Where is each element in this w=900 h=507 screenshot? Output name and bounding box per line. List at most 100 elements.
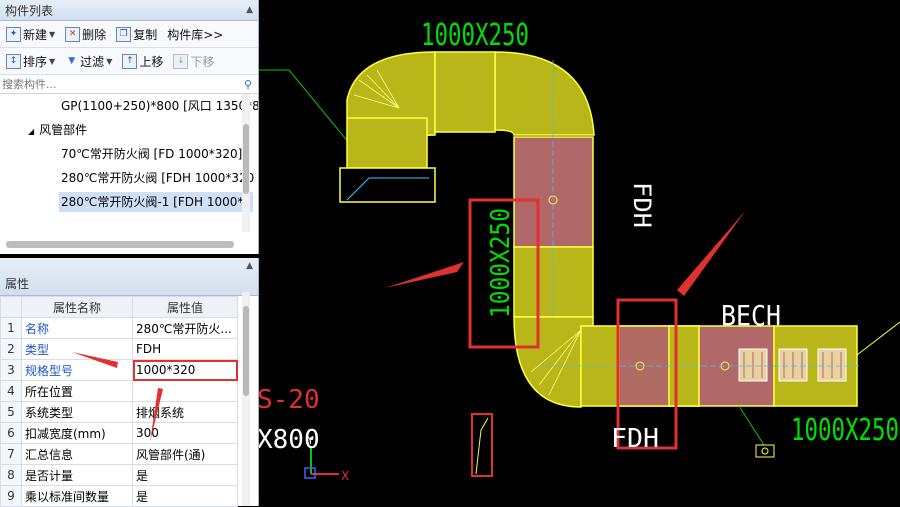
leader-line [738,405,765,446]
tree-item[interactable]: 280℃常开防火阀 [FDH 1000*320 [0,166,258,190]
row-number: 6 [0,422,22,444]
property-name: 乘以标准间数量 [21,485,133,507]
partial-label: X800 [259,425,320,455]
chevron-down-icon[interactable]: ▼ [49,56,56,66]
duct-segment-top [434,51,496,133]
tree-item[interactable]: 70℃常开防火阀 [FD 1000*320] [0,142,258,166]
scrollbar-thumb[interactable] [243,306,249,396]
property-name: 规格型号 [21,359,133,381]
property-value[interactable]: 排烟系统 [132,401,238,423]
row-number: 3 [0,359,22,381]
property-value[interactable]: 280℃常开防火... [132,317,238,339]
chevron-down-icon[interactable]: ▼ [49,29,56,39]
arrow-down-icon: ↓ [173,53,189,69]
property-value[interactable]: 是 [132,464,238,486]
small-tag-dot [761,447,769,455]
filter-button[interactable]: ▼过滤▼ [62,52,115,71]
property-value[interactable]: 300 [132,422,238,444]
component-toolbar-primary: ✦新建▼ ✕删除 ❐复制 构件库>> [0,21,258,48]
component-list-titlebar: 构件列表 ▲ [0,0,258,21]
tree-item-selected[interactable]: 280℃常开防火阀-1 [FDH 1000*3 [0,190,258,214]
property-value[interactable] [132,380,238,402]
copy-icon: ❐ [116,26,132,42]
sort-button[interactable]: ↕排序▼ [3,52,58,71]
filter-label: 过滤 [80,54,105,69]
duct-size-label-right: 1000X250 [791,413,899,448]
library-label: 构件库>> [167,27,224,42]
move-up-label: 上移 [139,54,164,69]
sort-icon: ↕ [6,53,21,69]
tree-group[interactable]: ◢ 风管部件 [0,118,258,142]
search-icon[interactable]: ⚲ [243,77,252,91]
property-name: 扣减宽度(mm) [21,422,133,444]
highlight-box-fdh [616,298,678,450]
copy-button[interactable]: ❐复制 [113,25,160,44]
property-name: 汇总信息 [21,443,133,465]
property-value[interactable]: 风管部件(通) [132,443,238,465]
scrollbar-thumb[interactable] [243,124,249,194]
delete-button[interactable]: ✕删除 [62,25,109,44]
tree-group-label: 风管部件 [39,123,88,137]
elbow-fan-lines [530,329,582,396]
property-name: 是否计量 [21,464,133,486]
property-value[interactable]: FDH [132,338,238,360]
tree-item[interactable]: GP(1100+250)*800 [风口 1350*8 [0,94,258,118]
cad-canvas[interactable]: 1000X250 1000X250 1000X250 FDH FDH BECH … [259,0,900,506]
fdh-label-vertical: FDH [628,182,656,228]
property-name: 所在位置 [21,380,133,402]
tree-vertical-scrollbar[interactable] [242,94,250,232]
move-down-label: 下移 [190,54,215,69]
bech-label: BECH [721,299,781,332]
component-search: ⚲ [0,75,258,94]
row-number: 2 [0,338,22,360]
row-number: 4 [0,380,22,402]
duct-end-detail [346,177,429,201]
component-toolbar-secondary: ↕排序▼ ▼过滤▼ ↑上移 ↓下移 [0,48,258,75]
row-number: 9 [0,485,22,507]
library-button[interactable]: 构件库>> [164,25,226,44]
annotation-arrow [385,262,464,288]
new-button[interactable]: ✦新建▼ [3,25,58,44]
properties-header-row: 属性名称 属性值 [0,296,238,318]
property-name: 类型 [21,338,133,360]
axis-indicator [304,446,339,479]
sort-label: 排序 [23,54,48,69]
collapse-icon[interactable]: ▲ [246,261,253,271]
move-up-button[interactable]: ↑上移 [119,52,166,71]
elbow-fan-lines [353,69,400,109]
row-number: 5 [0,401,22,423]
left-marker-line [475,417,489,475]
component-list-title: 构件列表 [5,3,54,18]
properties-vertical-scrollbar[interactable] [242,292,250,506]
properties-title: 属性 [5,277,30,291]
search-input[interactable] [0,76,244,92]
left-marker-box [471,413,493,477]
row-number: 8 [0,464,22,486]
duct-size-label-vertical: 1000X250 [486,208,516,318]
move-down-button[interactable]: ↓下移 [170,52,217,71]
chevron-down-icon[interactable]: ▼ [106,56,113,66]
row-number: 7 [0,443,22,465]
expand-triangle-icon[interactable]: ◢ [28,127,35,136]
duct-elbow-top-right [494,51,595,136]
tree-horizontal-scrollbar[interactable] [6,241,234,248]
collapse-icon[interactable]: ▲ [246,5,253,15]
property-value-spec[interactable]: 1000*320 [132,359,238,381]
property-value[interactable]: 是 [132,485,238,507]
filter-icon: ▼ [68,55,76,66]
fdh-label-bottom: FDH [611,424,659,454]
duct-end-left [339,167,436,203]
copy-label: 复制 [133,27,158,42]
delete-label: 删除 [82,27,107,42]
